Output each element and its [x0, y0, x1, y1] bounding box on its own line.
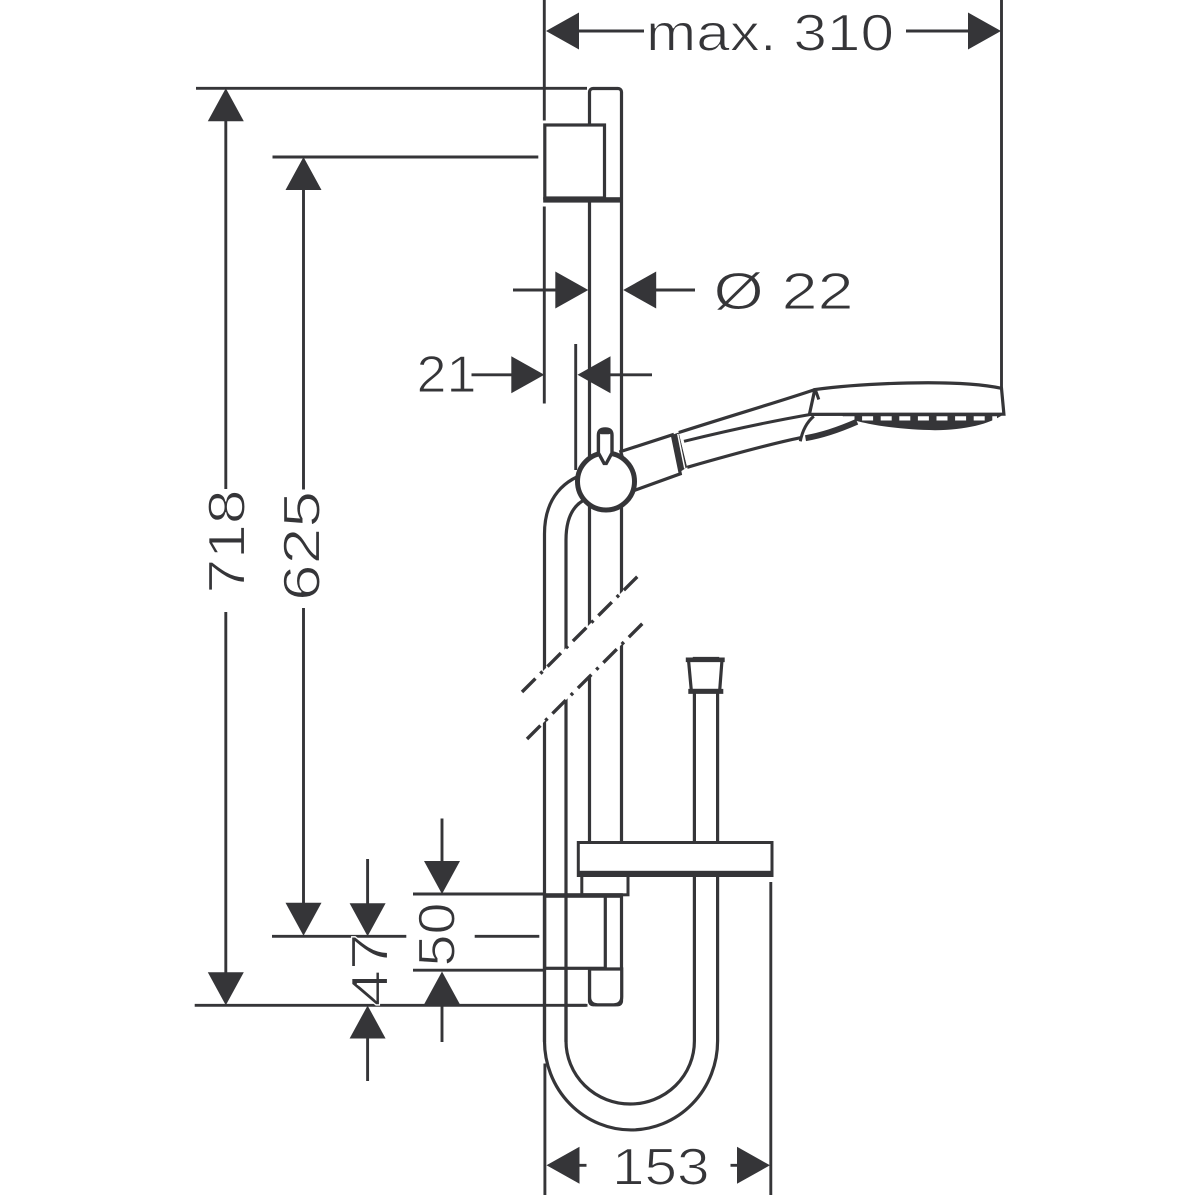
svg-text:Ø 22: Ø 22	[714, 263, 854, 321]
svg-text:47: 47	[342, 934, 400, 1007]
svg-text:21: 21	[417, 346, 477, 404]
svg-text:625: 625	[274, 491, 332, 601]
svg-text:718: 718	[199, 490, 257, 594]
svg-text:max. 310: max. 310	[646, 5, 894, 63]
svg-text:50: 50	[409, 903, 467, 967]
svg-text:153: 153	[612, 1139, 710, 1197]
